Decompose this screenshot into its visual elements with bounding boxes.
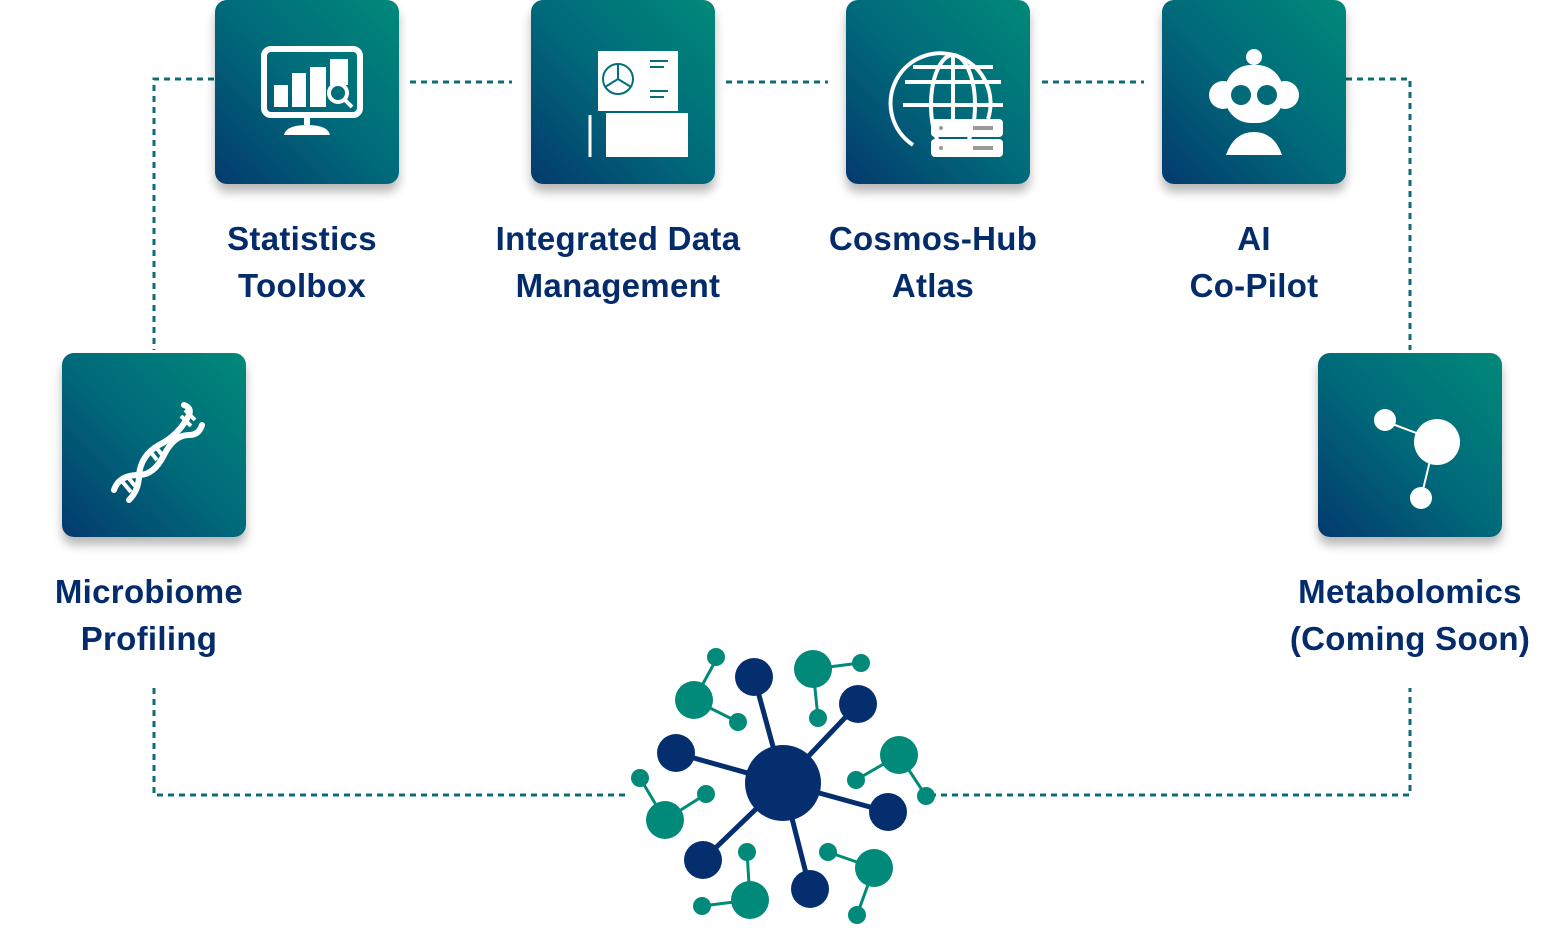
tile-ai-co-pilot[interactable] bbox=[1162, 0, 1346, 184]
connector-bottom-right bbox=[930, 688, 1412, 797]
network-teal-nodes bbox=[631, 648, 935, 924]
globe-server-icon bbox=[888, 51, 1003, 157]
connector-left bbox=[152, 77, 214, 350]
connector-bottom-left bbox=[152, 688, 628, 797]
tile-statistics-toolbox[interactable] bbox=[215, 0, 399, 184]
tile-integrated-data-management[interactable] bbox=[531, 0, 715, 184]
connector-right bbox=[1346, 77, 1412, 350]
network-navy-nodes bbox=[657, 658, 907, 908]
robot-icon bbox=[1209, 49, 1299, 155]
folder-document-icon bbox=[588, 51, 688, 157]
molecule-icon bbox=[1374, 409, 1460, 509]
dna-icon bbox=[111, 402, 205, 503]
tile-microbiome-profiling[interactable] bbox=[62, 353, 246, 537]
tile-cosmos-hub-atlas[interactable] bbox=[846, 0, 1030, 184]
monitor-chart-search-icon bbox=[261, 46, 363, 135]
tile-metabolomics[interactable] bbox=[1318, 353, 1502, 537]
network-hub-icon bbox=[631, 648, 935, 924]
label-metabolomics: Metabolomics(Coming Soon) bbox=[1289, 573, 1531, 657]
